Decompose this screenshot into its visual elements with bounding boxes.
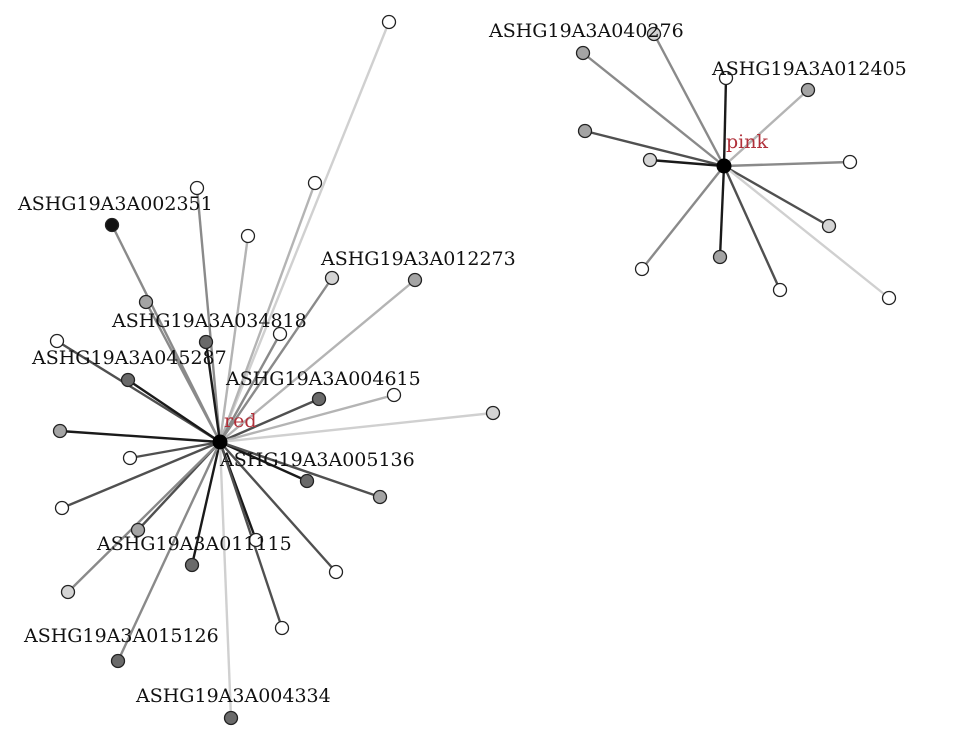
network-edge [204,341,222,443]
network-edge [59,429,221,444]
network-edge [129,440,221,460]
network-edge [218,441,233,719]
network-edge [652,33,726,167]
gene-node [248,532,264,548]
gene-node [240,228,256,244]
gene-node [299,473,315,489]
gene-label: ASHG19A3A040276 [488,20,684,42]
gene-node [272,326,288,342]
network-edge [723,164,830,228]
network-edge [218,333,282,443]
gene-node [324,270,340,286]
network-edge [218,182,317,443]
network-edge [61,440,221,510]
gene-node [575,45,591,61]
gene-node [274,620,290,636]
network-edge [723,160,851,168]
network-nodes [49,14,897,726]
gene-node [198,334,214,350]
network-edge [67,441,221,593]
gene-label: ASHG19A3A015126 [23,625,219,647]
gene-node [184,557,200,573]
network-edge [219,279,416,443]
network-edge [195,187,222,443]
gene-node [49,333,65,349]
network-edge [582,52,725,167]
gene-node [642,152,658,168]
gene-node [381,14,397,30]
network-edge [219,440,308,483]
gene-node [189,180,205,196]
network-edge [190,441,222,566]
network-edge [219,397,320,444]
gene-label: ASHG19A3A005136 [219,449,415,471]
gene-node [138,294,154,310]
network-edge [219,411,494,444]
network-edge [219,440,381,499]
network-edge [649,158,725,168]
gene-node [821,218,837,234]
gene-node [386,387,402,403]
hub-node-pink [716,158,732,174]
gene-node [800,82,816,98]
network-edges [56,21,890,719]
gene-label: ASHG19A3A045287 [31,347,227,369]
gene-node [110,653,126,669]
network-edge [584,129,725,168]
network-edge [723,165,890,299]
network-labels: ASHG19A3A002351 ASHG19A3A012273 ASHG19A3… [17,20,907,707]
network-edge [219,441,337,573]
gene-node [485,405,501,421]
gene-node [881,290,897,306]
gene-label: ASHG19A3A012405 [711,58,907,80]
gene-node [407,272,423,288]
gene-node [328,564,344,580]
gene-label: ASHG19A3A011115 [96,533,292,555]
network-edge [219,277,333,443]
network-edge [722,165,782,291]
gene-node [646,26,662,42]
gene-node [130,522,146,538]
gene-node [772,282,788,298]
gene-node [104,217,120,233]
gene-node [842,154,858,170]
gene-node [122,450,138,466]
gene-label: ASHG19A3A034818 [111,310,307,332]
network-edge [219,393,395,444]
gene-node [718,70,734,86]
gene-node [223,710,239,726]
gene-node [311,391,327,407]
gene-node [634,261,650,277]
network-edge [116,441,222,662]
hub-node-red [212,434,228,450]
hub-label-pink: pink [726,131,768,153]
gene-node [52,423,68,439]
network-edge [718,165,726,258]
network-edge [56,339,221,444]
gene-label: ASHG19A3A012273 [320,248,516,270]
network-edge [144,301,222,443]
gene-node [60,584,76,600]
gene-label: ASHG19A3A004615 [225,368,421,390]
network-edge [127,379,221,443]
gene-node [54,500,70,516]
gene-node [712,249,728,265]
gene-node [372,489,388,505]
network-edge [218,21,391,443]
gene-label: ASHG19A3A004334 [135,685,331,707]
gene-node [307,175,323,191]
network-edge [218,235,250,443]
hub-label-red: red [224,410,257,432]
gene-node [577,123,593,139]
network-edge [641,165,725,270]
gene-label: ASHG19A3A002351 [17,193,213,215]
network-edge [722,77,728,167]
gene-node [120,372,136,388]
network-edge [723,89,809,167]
